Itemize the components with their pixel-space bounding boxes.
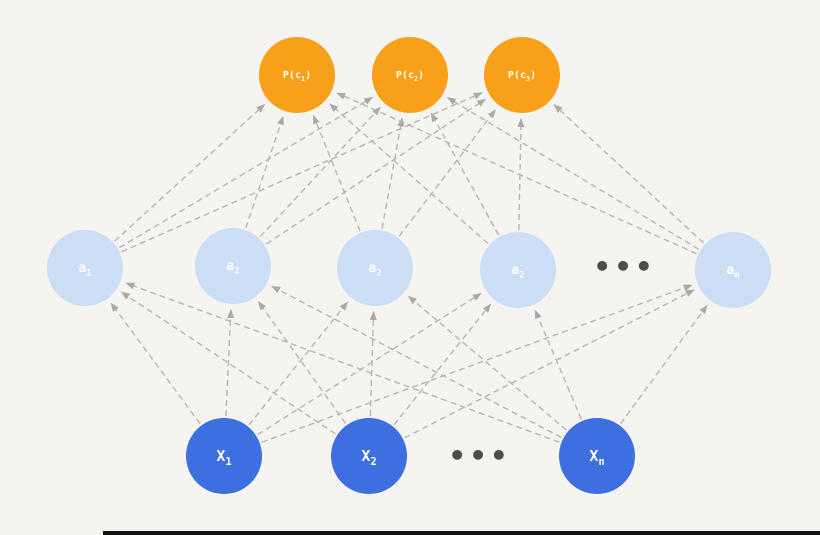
label-text: a (368, 260, 377, 276)
edge-line (398, 109, 496, 237)
edge-line (312, 114, 361, 232)
output-node-pc3: P(c3) (484, 37, 560, 113)
label-sub: 2 (413, 74, 419, 83)
edge-line (119, 96, 374, 249)
label-close: ) (305, 69, 312, 81)
edge-line (407, 295, 567, 431)
output-node-pc1: P(c1) (259, 37, 335, 113)
edge-line (430, 112, 500, 236)
output-node-pc2-label: P(c2) (395, 69, 425, 83)
input-node-x2-label: X2 (361, 447, 377, 468)
hidden-node-a2-label: a2 (226, 258, 240, 277)
edge-line (381, 117, 405, 229)
output-node-pc1-label: P(c1) (282, 69, 312, 83)
hidden-node-a3-label: a2 (368, 260, 382, 279)
input-node-x1-label: X1 (216, 447, 232, 468)
hidden-node-a4-label: a2 (511, 262, 525, 281)
label-text: P(c (507, 69, 526, 81)
bottom-border-line (103, 531, 820, 535)
hidden-layer-ellipsis: ••• (593, 250, 657, 283)
label-text: X (589, 447, 599, 465)
edge-line (248, 301, 349, 426)
edge-line (225, 309, 235, 417)
hidden-node-a2: a2 (195, 228, 271, 304)
edge-line (125, 282, 560, 443)
edge-line (620, 304, 708, 425)
label-text: a (511, 262, 520, 278)
input-node-xn-label: Xn (589, 447, 605, 468)
edge-line (245, 115, 284, 229)
edge-line (369, 311, 377, 417)
edge-line (336, 92, 697, 255)
edge-line (110, 302, 201, 425)
edge-line (261, 284, 693, 443)
label-text: P(c (395, 69, 414, 81)
edge-line (271, 285, 562, 439)
edge-line (329, 103, 489, 245)
label-sub: n (598, 457, 605, 468)
input-node-x2: X2 (331, 418, 407, 494)
edge-line (553, 104, 705, 244)
hidden-node-a4: a2 (480, 232, 556, 308)
input-node-xn: Xn (559, 418, 635, 494)
edge-line (393, 303, 492, 426)
edge-line (266, 98, 487, 245)
edge-line (259, 106, 381, 238)
hidden-node-am-label: am (726, 262, 740, 281)
label-close: ) (530, 69, 537, 81)
label-sub: 1 (86, 268, 92, 279)
output-node-pc2: P(c2) (372, 37, 448, 113)
label-sub: 1 (225, 457, 232, 468)
label-sub: 1 (300, 74, 306, 83)
label-sub: 2 (234, 266, 240, 277)
edge-line (404, 289, 695, 439)
label-sub: 2 (376, 268, 382, 279)
label-text: a (78, 260, 87, 276)
hidden-node-a1: a1 (47, 230, 123, 306)
hidden-node-a3: a2 (337, 230, 413, 306)
edge-line (120, 291, 336, 435)
edge-line (114, 103, 266, 242)
output-node-pc3-label: P(c3) (507, 69, 537, 83)
edge-line (257, 292, 482, 436)
edge-line (121, 92, 483, 253)
edge-line (534, 309, 583, 420)
edge-line (446, 97, 700, 250)
label-sub: 2 (370, 457, 377, 468)
input-node-x1: X1 (186, 418, 262, 494)
hidden-node-am: am (695, 232, 771, 308)
label-text: a (726, 262, 735, 278)
edge-line (258, 300, 347, 424)
label-sub: 3 (525, 74, 531, 83)
label-text: X (361, 447, 371, 465)
hidden-node-a1-label: a1 (78, 260, 92, 279)
label-text: a (226, 258, 235, 274)
label-sub: 2 (519, 270, 525, 281)
input-layer-ellipsis: ••• (448, 439, 512, 472)
label-sub: m (734, 270, 740, 281)
label-text: P(c (282, 69, 301, 81)
label-close: ) (418, 69, 425, 81)
label-text: X (216, 447, 226, 465)
